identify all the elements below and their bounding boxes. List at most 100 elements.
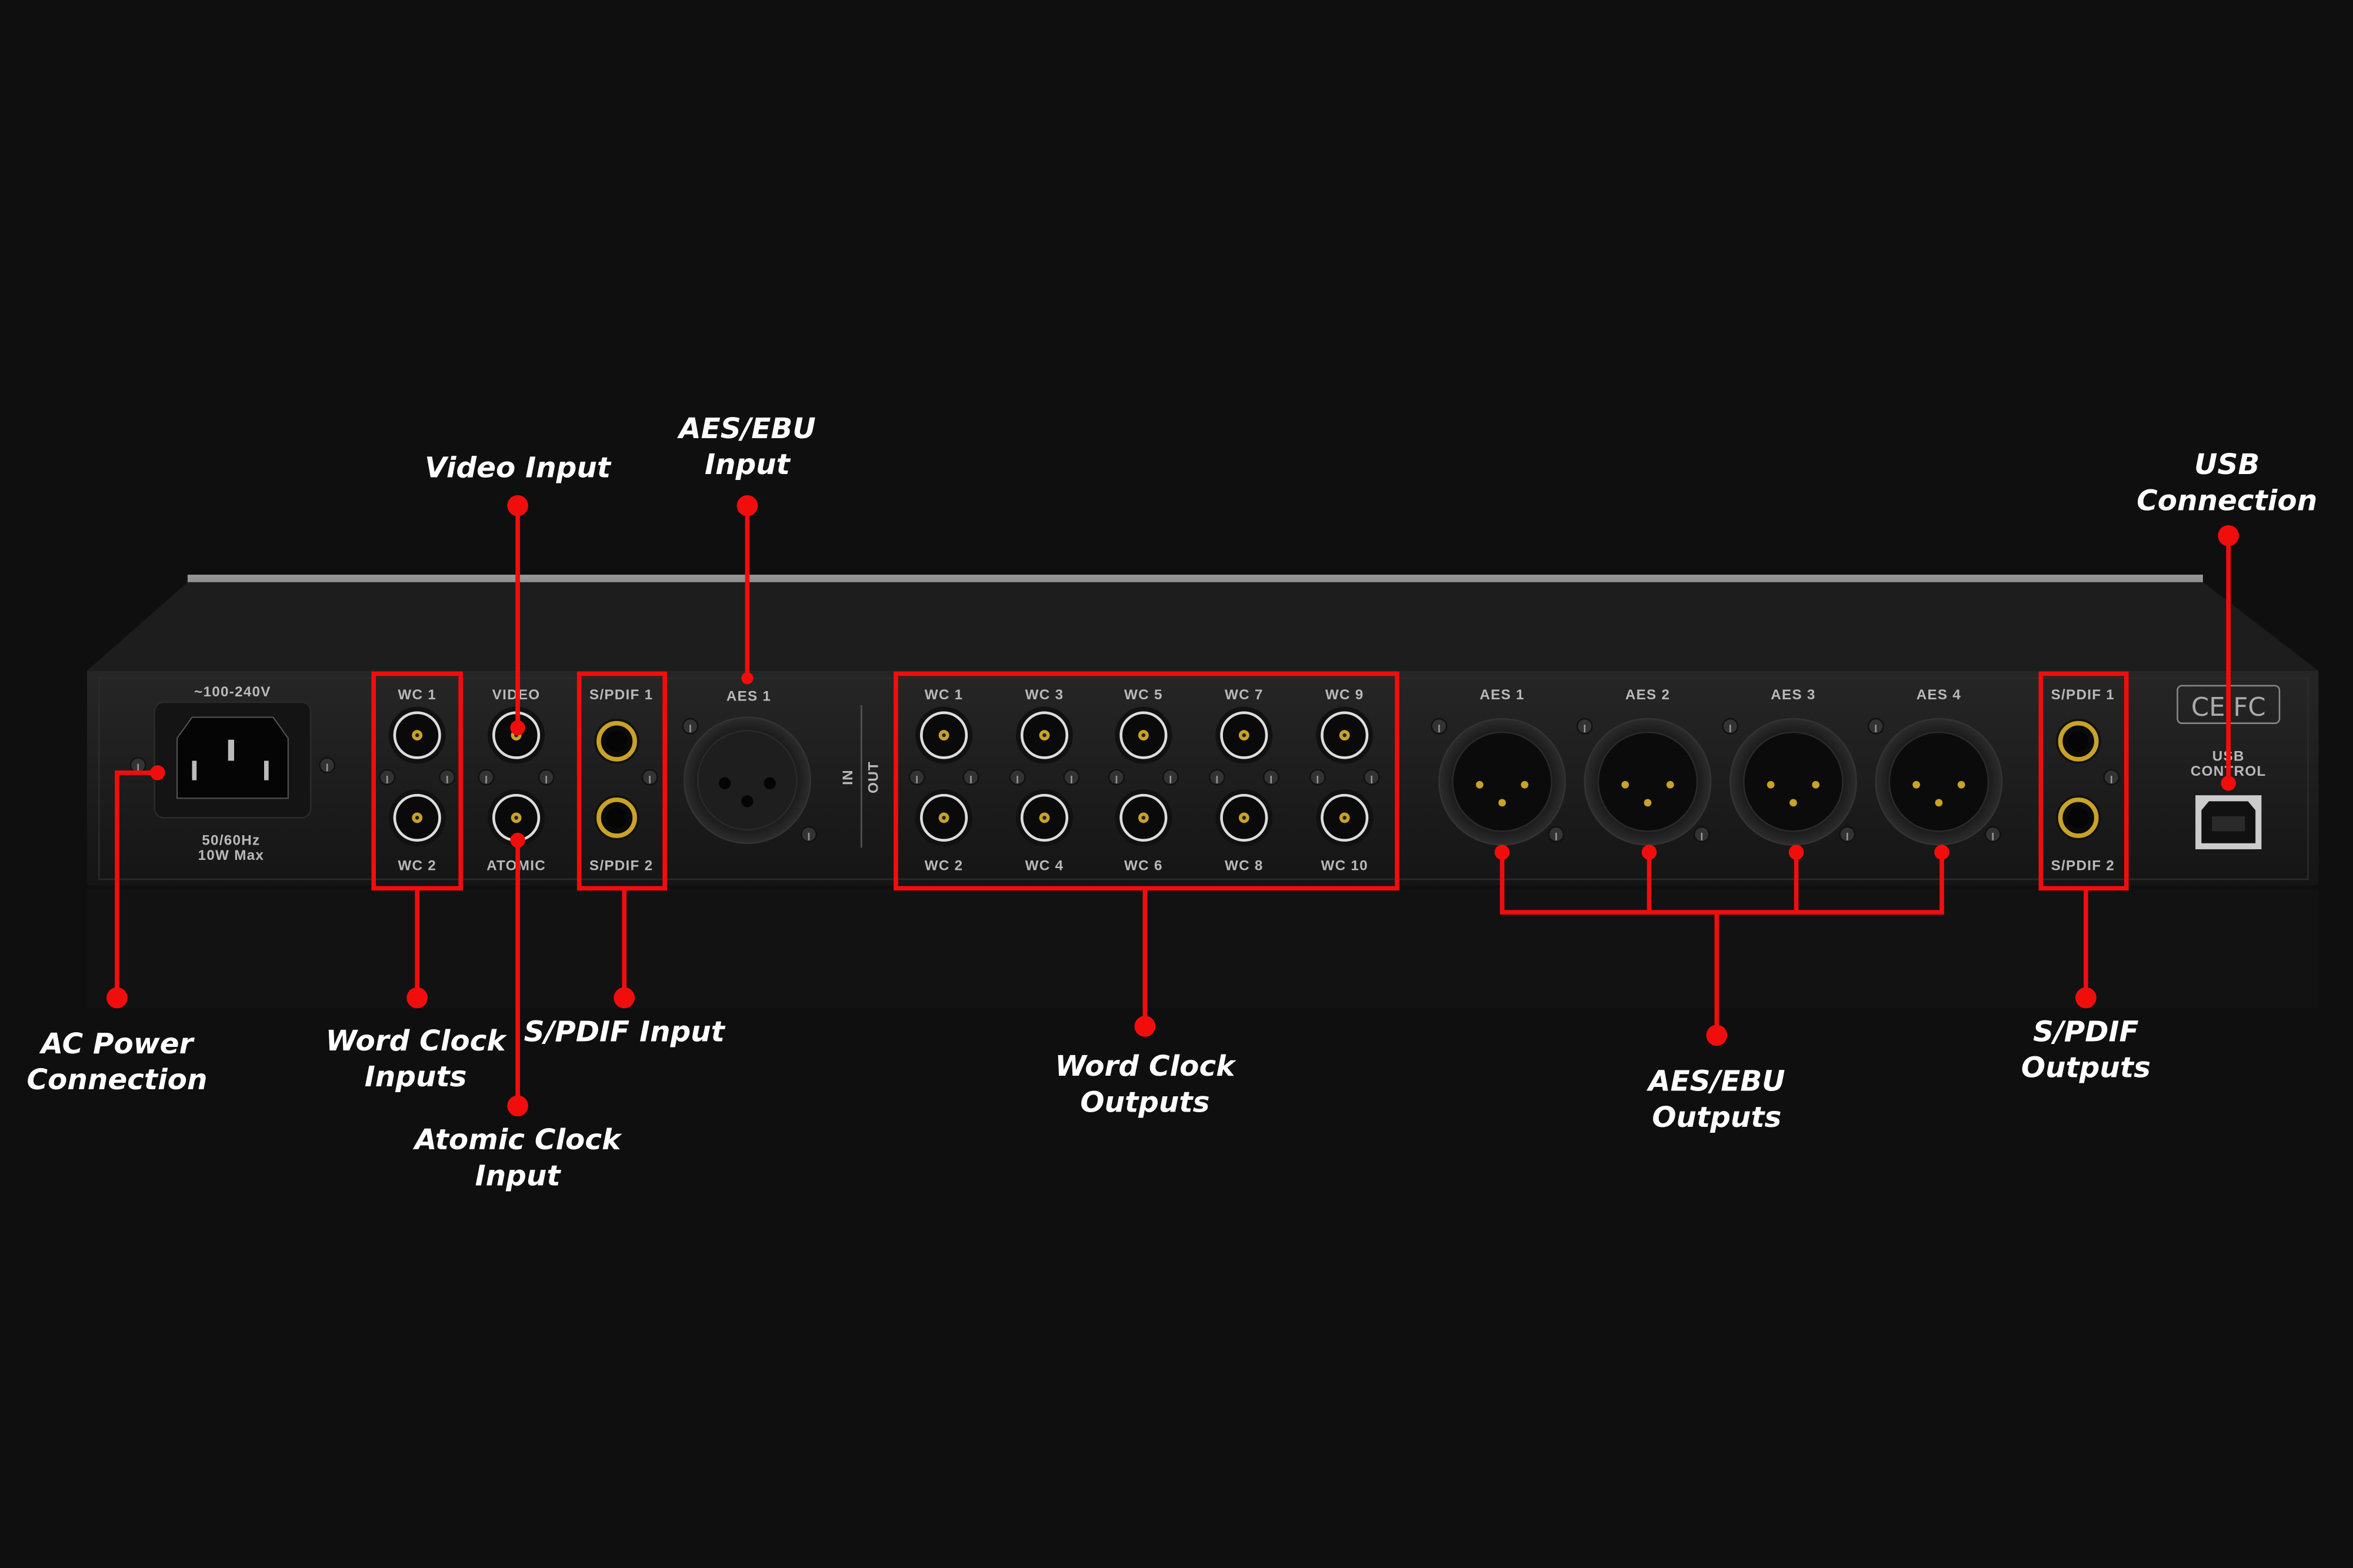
bnc-connector[interactable] [915, 789, 973, 846]
leader-lines [115, 505, 2231, 1106]
screw-icon [2103, 769, 2120, 786]
rca-connector[interactable] [594, 719, 639, 764]
wc-out-top-label: WC 9 [1325, 687, 1364, 703]
screw-icon [1839, 826, 1856, 843]
spdif-out-2-label: S/PDIF 2 [2051, 858, 2115, 874]
xlr-female-connector[interactable] [683, 716, 811, 845]
xlr-male-connector[interactable] [1584, 718, 1712, 846]
wc-out-top-label: WC 3 [1025, 687, 1064, 703]
callout-spdif-outputs-line1: S/PDIF [2033, 1016, 2138, 1049]
callout-wc-inputs-line2: Inputs [365, 1060, 467, 1093]
screw-icon [682, 718, 699, 735]
callout-wc-inputs-line1: Word Clock [326, 1025, 508, 1057]
bnc-connector[interactable] [388, 789, 446, 846]
callout-spdif-outputs-line2: Outputs [2021, 1052, 2151, 1085]
screw-icon [439, 769, 456, 786]
wc-out-bottom-label: WC 10 [1321, 858, 1368, 874]
screw-icon [478, 769, 495, 786]
aes-out-label: AES 3 [1771, 687, 1815, 703]
power-frequency-label: 50/60Hz [202, 832, 260, 848]
callout-ac-power-line1: AC Power [39, 1027, 195, 1060]
screw-icon [1431, 718, 1448, 735]
callout-aes-input-line2: Input [705, 448, 791, 481]
bnc-connector[interactable] [1115, 706, 1172, 764]
wc-in-1-label: WC 1 [398, 687, 436, 703]
xlr-male-connector[interactable] [1729, 718, 1857, 846]
rca-connector[interactable] [2055, 795, 2101, 840]
screw-icon [800, 826, 818, 843]
spdif-in-1-label: S/PDIF 1 [589, 687, 653, 703]
bnc-connector[interactable] [1115, 789, 1172, 846]
aes-in-label: AES 1 [726, 688, 771, 704]
bnc-connector[interactable] [1215, 789, 1273, 846]
wc-out-top-label: WC 5 [1124, 687, 1163, 703]
callout-spdif-input: S/PDIF Input [524, 1016, 726, 1049]
xlr-male-connector[interactable] [1875, 718, 2003, 846]
screw-icon [1309, 769, 1326, 786]
wc-out-bottom-label: WC 2 [925, 858, 964, 874]
screw-icon [379, 769, 396, 786]
screw-icon [1548, 826, 1565, 843]
callout-wc-outputs-line1: Word Clock [1055, 1050, 1237, 1083]
screw-icon [1063, 769, 1080, 786]
xlr-male-connector[interactable] [1438, 718, 1566, 846]
rear-panel-bevel [98, 677, 2309, 880]
wc-out-top-label: WC 7 [1225, 687, 1264, 703]
rca-connector[interactable] [2055, 719, 2101, 764]
bnc-connector[interactable] [488, 789, 545, 846]
callout-ac-power-line2: Connection [26, 1063, 207, 1096]
aes-out-label: AES 2 [1625, 687, 1670, 703]
callout-atomic-line1: Atomic Clock [412, 1123, 622, 1156]
wc-in-2-label: WC 2 [398, 858, 436, 874]
in-label: IN [840, 769, 856, 785]
wc-out-bottom-label: WC 8 [1225, 858, 1264, 874]
out-label: OUT [865, 761, 881, 793]
screw-icon [1009, 769, 1026, 786]
panel-reflection [86, 888, 2319, 1009]
screw-icon [1984, 826, 2001, 843]
bnc-connector[interactable] [1316, 789, 1374, 846]
spdif-in-2-label: S/PDIF 2 [589, 858, 653, 874]
screw-icon [319, 757, 336, 774]
screw-icon [908, 769, 925, 786]
power-voltage-label: ~100-240V [194, 684, 271, 700]
wc-out-bottom-label: WC 4 [1025, 858, 1064, 874]
aes-out-label: AES 1 [1479, 687, 1524, 703]
callout-atomic-line2: Input [475, 1159, 562, 1192]
bnc-connector[interactable] [1016, 789, 1073, 846]
screw-icon [1208, 769, 1225, 786]
callout-aes-outputs-line1: AES/EBU [1646, 1065, 1785, 1098]
screw-icon [1576, 718, 1593, 735]
usb-b-port[interactable] [2195, 795, 2262, 849]
screw-icon [1162, 769, 1179, 786]
screw-icon [1867, 718, 1884, 735]
power-wattage-label: 10W Max [198, 848, 265, 863]
callout-usb-line1: USB [2194, 448, 2259, 481]
bnc-connector[interactable] [488, 706, 545, 764]
wc-out-bottom-label: WC 6 [1124, 858, 1163, 874]
screw-icon [1363, 769, 1380, 786]
screw-icon [1262, 769, 1279, 786]
leader-dots [106, 495, 2239, 1117]
screw-icon [1693, 826, 1710, 843]
bnc-connector[interactable] [388, 706, 446, 764]
callout-wc-outputs-line2: Outputs [1080, 1086, 1209, 1119]
wc-out-top-label: WC 1 [925, 687, 964, 703]
screw-icon [962, 769, 979, 786]
iec-power-inlet [154, 701, 312, 819]
bnc-connector[interactable] [1016, 706, 1073, 764]
screw-icon [538, 769, 555, 786]
aes-out-label: AES 4 [1917, 687, 1961, 703]
rca-connector[interactable] [594, 795, 639, 840]
bnc-connector[interactable] [915, 706, 973, 764]
screw-icon [641, 769, 658, 786]
callout-aes-outputs-line2: Outputs [1652, 1101, 1781, 1134]
bnc-connector[interactable] [1215, 706, 1273, 764]
chassis-top [86, 582, 2319, 671]
screw-icon [129, 757, 146, 774]
callout-aes-input-line1: AES/EBU [676, 412, 816, 445]
bnc-connector[interactable] [1316, 706, 1374, 764]
screw-icon [1108, 769, 1125, 786]
callout-video-input: Video Input [425, 451, 612, 484]
